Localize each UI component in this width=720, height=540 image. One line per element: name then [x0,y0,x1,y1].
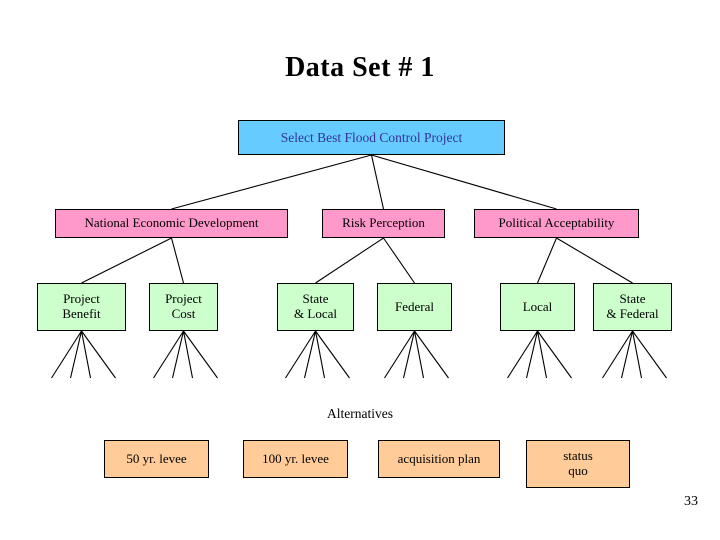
alternative-node-50-yr-levee[interactable]: 50 yr. levee [104,440,209,478]
subcriterion-node-local[interactable]: Local [500,283,575,331]
page-title: Data Set # 1 [285,52,435,83]
page-number: 33 [684,494,698,509]
alternative-node-acquisition-plan[interactable]: acquisition plan [378,440,500,478]
alternative-node-100-yr-levee[interactable]: 100 yr. levee [243,440,348,478]
criterion-node-national-economic-development[interactable]: National Economic Development [55,209,288,238]
goal-node-select-best-flood-control-project[interactable]: Select Best Flood Control Project [238,120,505,155]
subcriterion-node-state-local[interactable]: State & Local [277,283,354,331]
subcriterion-node-federal[interactable]: Federal [377,283,452,331]
alternative-node-status-quo[interactable]: status quo [526,440,630,488]
subcriterion-node-state-federal[interactable]: State & Federal [593,283,672,331]
subcriterion-node-project-cost[interactable]: Project Cost [149,283,218,331]
alternatives-label: Alternatives [327,406,393,421]
subcriterion-node-project-benefit[interactable]: Project Benefit [37,283,126,331]
criterion-node-risk-perception[interactable]: Risk Perception [322,209,445,238]
criterion-node-political-acceptability[interactable]: Political Acceptability [474,209,639,238]
